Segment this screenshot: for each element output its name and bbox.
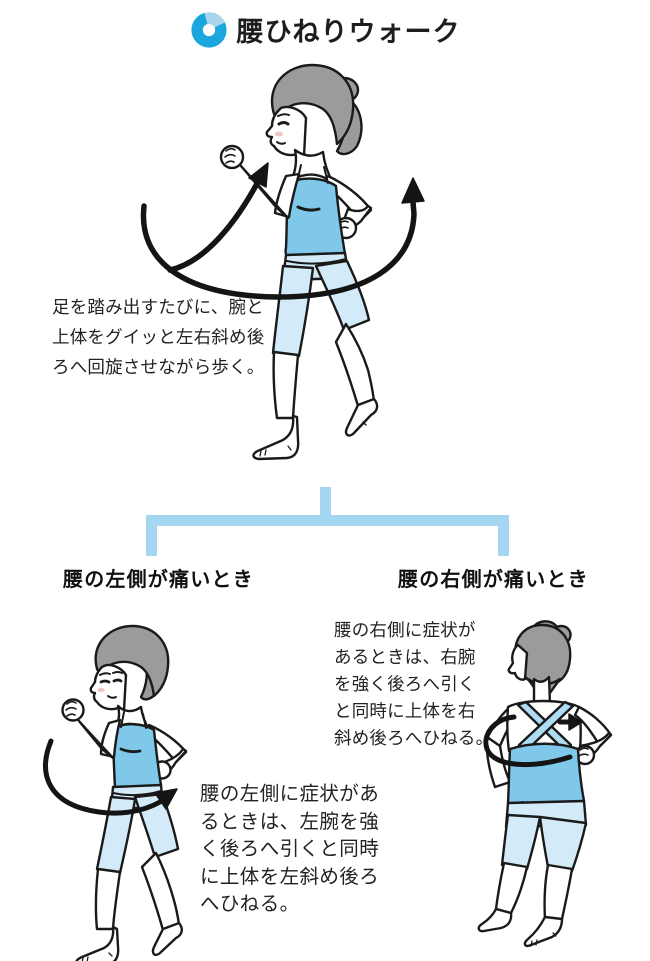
bracket-bar <box>146 515 509 526</box>
face <box>265 105 308 158</box>
left-description: 腰の左側に症状があ るときは、左腕を強 く後ろへ引くと同時 に上体を左斜め後ろ … <box>200 783 380 915</box>
bracket-stem <box>320 487 331 520</box>
right-description: 腰の右側に症状が あるときは、右腕 を強く後ろへ引く と同時に上体を右 斜め後ろ… <box>334 620 494 748</box>
front-foot <box>75 925 120 961</box>
back-lower-leg <box>334 322 376 408</box>
back-foot <box>151 921 184 956</box>
rotation-arrow-diagonal-head <box>248 162 269 188</box>
pants-back-leg <box>314 259 371 332</box>
back-foot <box>344 397 379 437</box>
right-foot <box>523 915 564 948</box>
front-fist-knuckles <box>65 700 77 717</box>
eyebrow <box>277 113 290 117</box>
eye <box>277 121 290 126</box>
pants-front-leg <box>95 795 137 875</box>
right-twist-illustration <box>477 620 613 948</box>
right-fist-knuckles <box>578 747 589 757</box>
face <box>89 663 128 712</box>
back-foot-detail <box>362 421 367 426</box>
front-forearm <box>77 719 115 760</box>
right-lower-leg <box>543 863 574 921</box>
blush <box>275 131 283 137</box>
pants-left-leg <box>500 813 542 871</box>
rotation-arrow-diagonal <box>167 175 263 273</box>
chest-line <box>296 205 321 212</box>
bracket-leg-right <box>498 515 509 556</box>
donut-icon <box>190 11 227 48</box>
front-lower-leg <box>272 350 300 420</box>
camisole-top <box>111 723 163 794</box>
bracket-leg-left <box>146 515 157 556</box>
twist-arrow-head <box>154 788 178 810</box>
left-lower-leg <box>494 861 529 915</box>
face-profile <box>507 643 529 681</box>
back-lower-leg <box>140 851 181 932</box>
waistband-line <box>286 258 347 265</box>
left-foot <box>477 907 513 933</box>
mouth <box>107 695 117 699</box>
front-upper-arm <box>99 718 122 759</box>
front-foot-toes <box>259 445 292 457</box>
hair <box>270 63 355 146</box>
main-walk-illustration <box>140 63 425 461</box>
rotation-arrow-sweep-head <box>401 177 425 204</box>
blush <box>97 687 105 693</box>
left-twist-illustration <box>43 624 188 961</box>
eyes <box>99 678 123 684</box>
mouth <box>276 141 286 145</box>
page-title: 腰ひねりウォーク <box>236 17 461 47</box>
front-foot <box>252 414 300 461</box>
right-branch-heading: 腰の右側が痛いとき <box>398 569 589 591</box>
front-fist-knuckles <box>224 147 236 164</box>
front-lower-leg <box>94 867 122 931</box>
twist-curve <box>483 714 573 768</box>
front-upper-arm <box>273 172 301 219</box>
chest-line <box>119 747 142 754</box>
left-branch-heading: 腰の左側が痛いとき <box>63 569 254 591</box>
main-description: 足を踏み出すたびに、腕と 上体をグイッと左右斜め後 ろへ回旋させながら歩く。 <box>52 297 265 377</box>
right-foot-toes <box>530 932 557 947</box>
hair <box>94 624 170 698</box>
eyebrows <box>99 671 123 676</box>
camisole-straps <box>120 711 147 729</box>
camisole-back <box>506 742 586 810</box>
pull-arrow-head <box>568 713 583 731</box>
rotation-arrow-sweep <box>140 199 417 300</box>
page-title-row: 腰ひねりウォーク <box>0 10 650 49</box>
twist-arrow <box>43 738 171 816</box>
pants-right-leg <box>538 815 588 873</box>
